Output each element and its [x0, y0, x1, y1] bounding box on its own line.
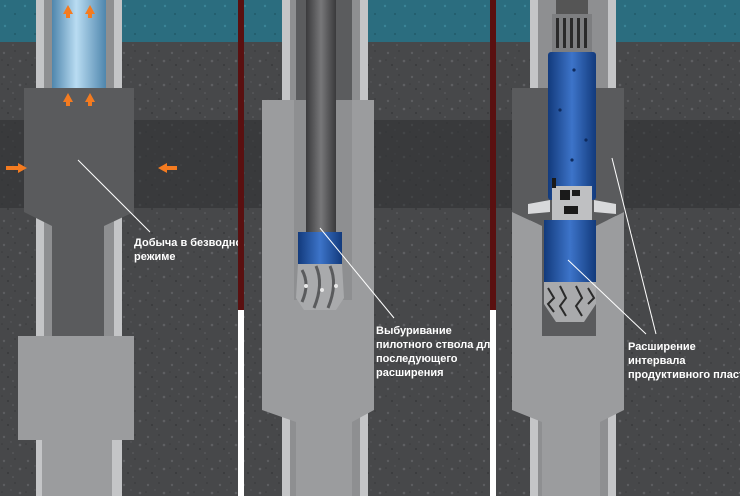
panel-production: Добыча в безводном режиме — [0, 0, 253, 496]
reamer-cutter-icon — [544, 282, 596, 322]
bit-sub — [298, 232, 342, 264]
leader-line — [567, 259, 647, 335]
reamer-tool — [548, 52, 596, 200]
leader-line — [319, 227, 395, 319]
drill-bit-icon — [296, 264, 344, 310]
liner — [262, 100, 374, 496]
panel-divider — [238, 0, 244, 310]
pilot-drilling-label: Выбуривание пилотного ствола для последу… — [376, 325, 500, 379]
production-tubing — [52, 0, 106, 88]
liner — [18, 336, 134, 440]
drill-string — [306, 0, 336, 232]
leader-line — [611, 157, 657, 335]
panel-reaming: Расширение интервала продуктивного пласт… — [496, 0, 740, 496]
reamed-cavity — [24, 88, 134, 336]
panel-divider — [490, 0, 496, 310]
leader-line — [77, 159, 151, 233]
production-label: Добыча в безводном режиме — [134, 237, 253, 263]
reaming-label: Расширение интервала продуктивного пласт… — [628, 341, 740, 381]
panel-pilot-drilling: Выбуривание пилотного ствола для последу… — [244, 0, 500, 496]
flow-arrow-icon — [6, 5, 177, 173]
